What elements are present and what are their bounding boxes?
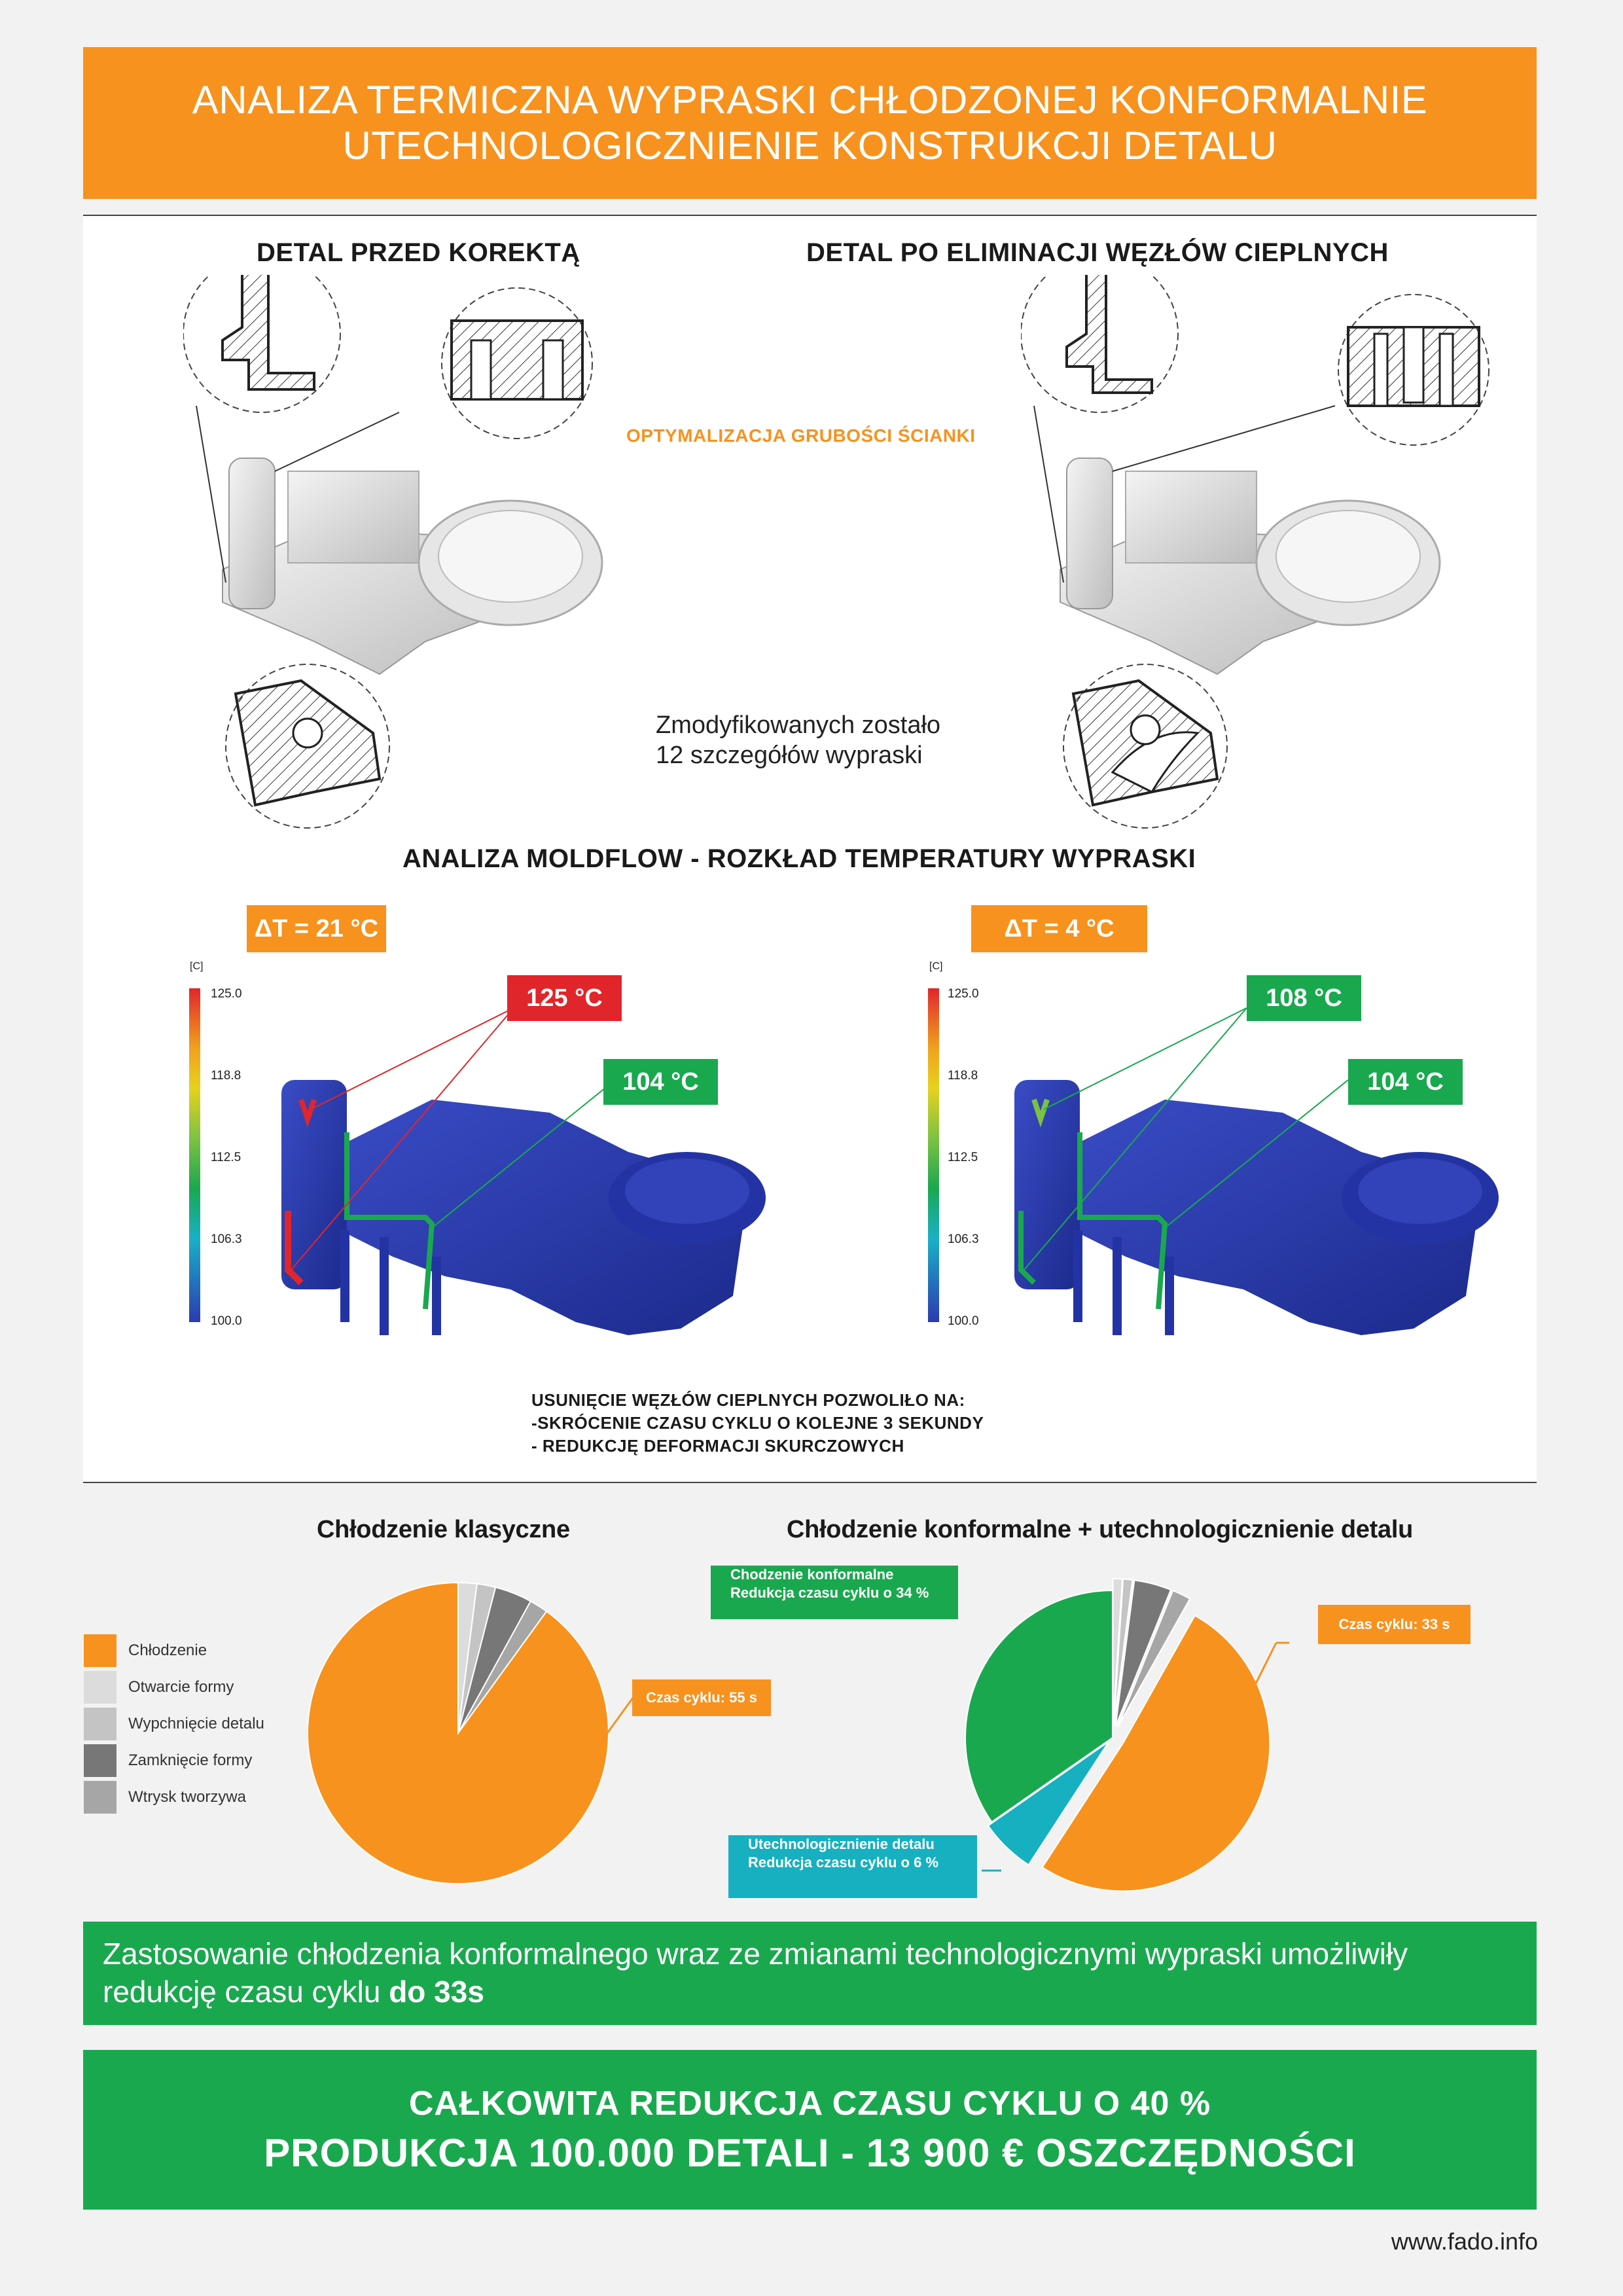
legend-item-injection: Wtrysk tworzywa [84,1779,264,1816]
after-title: DETAL PO ELIMINACJI WĘZŁÓW CIEPLNYCH [806,238,1389,267]
legend-item-ejection: Wypchnięcie detalu [84,1706,264,1742]
scale-tick-left-3: 106.3 [211,1232,242,1246]
moldflow-title: ANALIZA MOLDFLOW - ROZKŁAD TEMPERATURY W… [402,844,1196,873]
pie-slice [1115,1579,1172,1727]
pie-slice [965,1589,1113,1823]
header-title-line1: ANALIZA TERMICZNA WYPRASKI CHŁODZONEJ KO… [192,78,1428,122]
moldflow-part-right [1014,1007,1499,1335]
pie-chart-right [965,1578,1271,1892]
pie-slice [1041,1614,1271,1892]
cycle-time-left-callout: Czas cyklu: 55 s [632,1679,771,1716]
legend-label: Wypchnięcie detalu [128,1715,264,1732]
legend-label: Otwarcie formy [128,1678,234,1696]
before-title: DETAL PRZED KOREKTĄ [257,238,580,267]
scale-unit-right: [C] [929,961,943,972]
legend-label: Wtrysk tworzywa [128,1788,246,1806]
conformal-callout-line2: Redukcja czasu cyklu o 34 % [730,1585,929,1601]
design-callout-line2: Redukcja czasu cyklu o 6 % [748,1854,939,1871]
modified-note-line2: 12 szczegółów wypraski [656,742,923,769]
savings-line1: CAŁKOWITA REDUKCJA CZASU CYKLU O 40 % [408,2085,1211,2123]
savings-banner: CAŁKOWITA REDUKCJA CZASU CYKLU O 40 % PR… [83,2050,1537,2210]
summary-line1: USUNIĘCIE WĘZŁÓW CIEPLNYCH POZWOLIŁO NA: [531,1390,965,1410]
scale-tick-left-1: 118.8 [211,1069,241,1083]
scale-tick-left-0: 125.0 [211,987,242,1001]
pie-right-leader-lines [982,1596,1289,1872]
pie-legend: Chłodzenie Otwarcie formy Wypchnięcie de… [84,1632,264,1816]
temperature-scale-left [189,988,200,1322]
legend-label: Chłodzenie [128,1641,207,1659]
scale-tick-right-4: 100.0 [948,1314,979,1328]
temperature-scale-right [928,988,939,1322]
cool-temp-left: 104 °C [603,1059,718,1105]
moldflow-part-left [281,1007,766,1335]
part-after-drawing [1021,275,1489,829]
scale-tick-right-3: 106.3 [948,1232,979,1246]
scale-tick-left-4: 100.0 [211,1314,242,1328]
hot-spot-temp-left: 125 °C [507,975,622,1021]
pie-slice [987,1740,1110,1866]
conformal-cooling-callout: Chodzenie konformalne Redukcja czasu cyk… [711,1566,958,1619]
legend-item-cooling: Chłodzenie [84,1632,264,1669]
modified-note-line1: Zmodyfikowanych zostało [656,711,941,739]
footer-link[interactable]: www.fado.info [1391,2228,1538,2255]
design-callout-line1: Utechnologicznienie detalu [748,1836,935,1852]
modified-note: Zmodyfikowanych zostało 12 szczegółów wy… [656,710,940,770]
pie-slice [1112,1578,1124,1727]
scale-tick-left-2: 112.5 [211,1151,241,1164]
delta-t-left: ΔT = 21 °C [247,905,386,952]
legend-swatch [84,1671,116,1704]
scale-tick-right-0: 125.0 [948,987,979,1001]
scale-tick-right-1: 118.8 [948,1069,978,1083]
legend-swatch [84,1781,116,1814]
cycle-time-right-callout: Czas cyklu: 33 s [1318,1605,1471,1644]
hot-spot-temp-right: 108 °C [1247,975,1361,1021]
summary-line2: -SKRÓCENIE CZASU CYKLU O KOLEJNE 3 SEKUN… [531,1413,984,1433]
legend-item-mold-open: Otwarcie formy [84,1669,264,1706]
legend-swatch [84,1744,116,1777]
delta-t-right: ΔT = 4 °C [971,905,1147,952]
page-header: ANALIZA TERMICZNA WYPRASKI CHŁODZONEJ KO… [83,47,1537,199]
header-title-line2: UTECHNOLOGICZNIENIE KONSTRUKCJI DETALU [342,124,1277,168]
conformal-callout-line1: Chodzenie konformalne [730,1566,894,1583]
scale-tick-right-2: 112.5 [948,1151,978,1164]
design-change-callout: Utechnologicznienie detalu Redukcja czas… [728,1835,977,1898]
legend-item-mold-close: Zamknięcie formy [84,1742,264,1779]
pie-chart-left [307,1581,635,1884]
cool-temp-right: 104 °C [1348,1059,1463,1105]
conclusion-text: Zastosowanie chłodzenia konformalnego wr… [103,1937,1408,2009]
conclusion-banner: Zastosowanie chłodzenia konformalnego wr… [83,1922,1537,2025]
legend-label: Zamknięcie formy [128,1751,253,1769]
summary-line3: - REDUKCJĘ DEFORMACJI SKURCZOWYCH [531,1436,904,1456]
pie-slice [307,1581,609,1884]
pie-slice [1113,1578,1133,1727]
legend-swatch [84,1634,116,1667]
scale-unit-left: [C] [190,961,204,972]
pie-left-title: Chłodzenie klasyczne [317,1516,570,1543]
pie-right-title: Chłodzenie konformalne + utechnologiczni… [787,1516,1413,1543]
moldflow-summary: USUNIĘCIE WĘZŁÓW CIEPLNYCH POZWOLIŁO NA:… [531,1389,984,1458]
wall-optimization-label: OPTYMALIZACJA GRUBOŚCI ŚCIANKI [626,425,976,446]
part-before-drawing [183,275,603,829]
pie-slice [1116,1589,1191,1728]
legend-swatch [84,1708,116,1740]
savings-line2: PRODUKCJA 100.000 DETALI - 13 900 € OSZC… [264,2131,1356,2175]
conclusion-bold: do 33s [389,1975,484,2009]
